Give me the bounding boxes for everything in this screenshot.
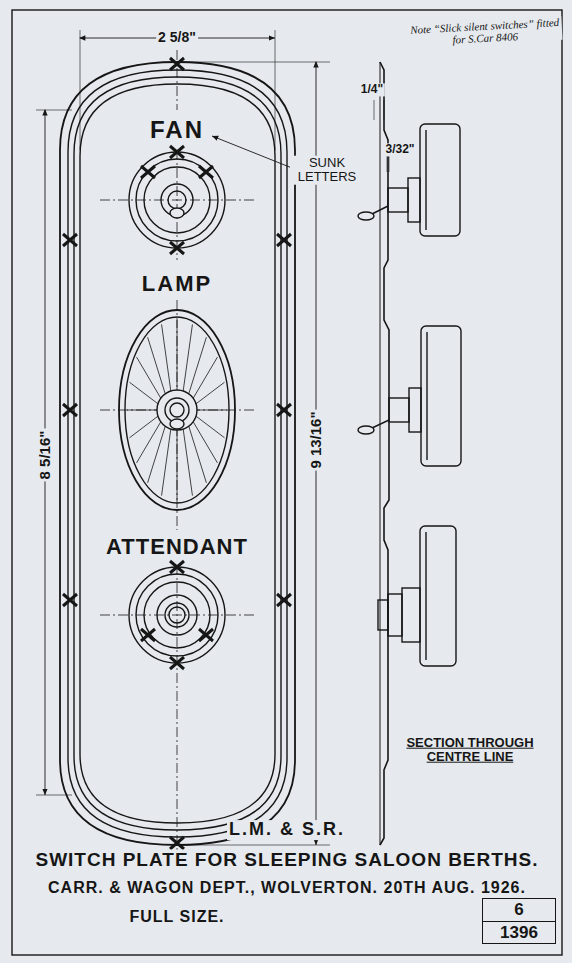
plate-outline: [60, 62, 295, 845]
dimension: 1/4": [359, 83, 385, 96]
sunk-letters: FAN: [148, 117, 206, 143]
ribbon-tie: [63, 234, 77, 246]
ribbon-tie: [170, 242, 184, 254]
plate-section: [380, 62, 389, 845]
department-date: CARR. & WAGON DEPT., WOLVERTON. 20TH AUG…: [46, 879, 528, 897]
ribbon-tie: [199, 629, 213, 641]
ribbon-tie: [170, 657, 184, 669]
ribbon-tie: [141, 629, 155, 641]
drawing-number-box: 61396: [482, 898, 556, 944]
ribbon-tie: [199, 166, 213, 178]
ribbon-tie: [170, 837, 184, 849]
ribbon-tie: [277, 234, 291, 246]
ribbon-tie: [63, 404, 77, 416]
view-label: SECTION THROUGH CENTRE LINE: [393, 736, 547, 765]
sheet-border: [12, 10, 562, 955]
sunk-letters: ATTENDANT: [104, 535, 250, 559]
drawing-number: 6: [483, 899, 555, 921]
callout-text: SUNK LETTERS: [290, 156, 364, 185]
ribbon-tie: [170, 58, 184, 70]
ribbon-tie: [141, 166, 155, 178]
railway-name: L.M. & S.R.: [227, 820, 347, 840]
drawing-title: SWITCH PLATE FOR SLEEPING SALOON BERTHS.: [33, 850, 540, 871]
scale-note: FULL SIZE.: [127, 908, 226, 926]
ribbon-tie: [277, 594, 291, 606]
plate-moulding: [68, 70, 287, 837]
handwritten-note: Note “Slick silent switches” fitted for …: [407, 16, 562, 48]
dimension: 2 5/8": [156, 30, 198, 45]
fan-rosette: [129, 152, 225, 248]
dimension: 9 13/16": [308, 409, 325, 470]
dimension: 8 5/16": [37, 429, 54, 482]
fan-switch-section: [358, 124, 460, 236]
ribbon-tie: [170, 561, 184, 573]
attendant-push-section: [378, 526, 456, 666]
plate-moulding: [74, 77, 281, 830]
drawing-number: 1396: [483, 921, 555, 944]
lamp-oval: [119, 310, 235, 510]
ribbon-tie: [170, 146, 184, 158]
sunk-letters: LAMP: [140, 272, 214, 296]
dimension: 3/32": [383, 143, 416, 156]
attendant-rosette: [129, 567, 225, 663]
ribbon-tie: [277, 404, 291, 416]
plate-moulding: [80, 84, 275, 823]
ribbon-tie: [63, 594, 77, 606]
lamp-switch-section: [358, 326, 461, 466]
